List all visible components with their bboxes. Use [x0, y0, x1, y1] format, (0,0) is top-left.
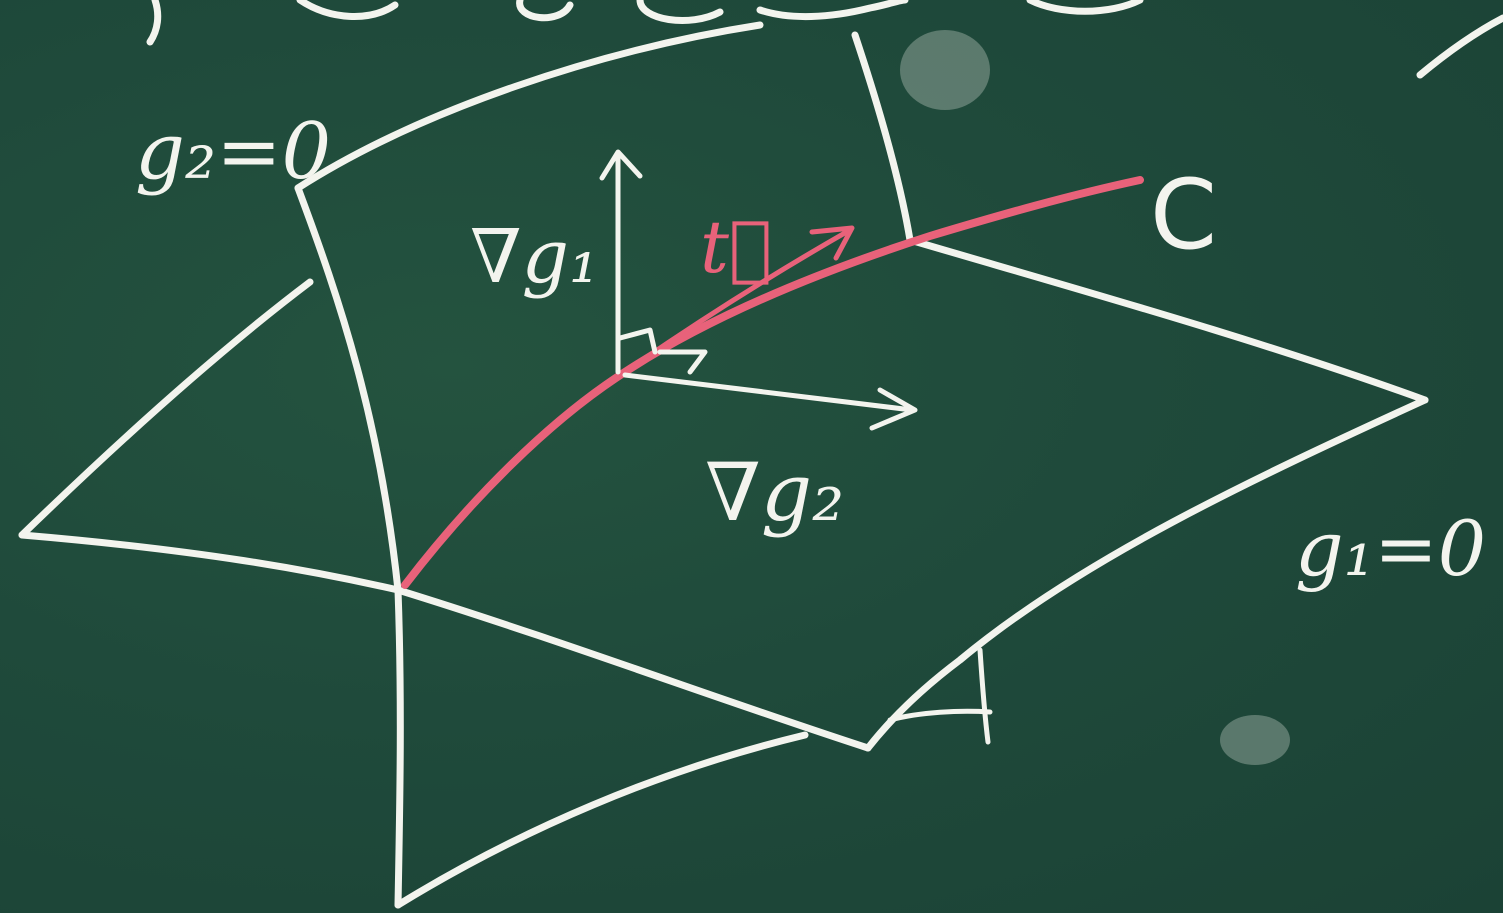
surface-g2-left-edge — [294, 184, 404, 909]
surface-g1-left-back-edge — [18, 278, 314, 539]
grad-g2-vector — [622, 372, 918, 431]
surface-g2-top-edge — [294, 21, 764, 192]
grad-g2-shaft — [622, 372, 915, 413]
label-g1-surface: g₁=0 — [1295, 504, 1486, 593]
surface-g1-back-edge — [906, 236, 1429, 404]
grad-g1-vector — [599, 149, 643, 375]
surface-g1-fold-stroke-2 — [977, 647, 991, 745]
surface-g2-bottom-edge — [394, 731, 809, 909]
top-text-stroke-6 — [1026, 0, 1144, 15]
eraser-smudge-2 — [1220, 715, 1290, 765]
surface-g2-right-edge-upper — [851, 31, 914, 244]
surface-g1 — [18, 236, 1429, 752]
surface-g2 — [294, 21, 914, 909]
label-curve-c: C — [1150, 159, 1217, 271]
grad-g2-head — [869, 387, 918, 431]
eraser-smudge — [900, 30, 990, 110]
label-g2-surface: g₂=0 — [135, 107, 331, 197]
label-tangent-t: t⃗ — [700, 205, 772, 289]
top-text-stroke-3 — [516, 0, 574, 22]
top-text-stroke-4 — [636, 0, 724, 25]
surface-g1-fold-stroke — [887, 708, 993, 723]
label-grad-g2: ∇g₂ — [705, 446, 844, 539]
label-grad-g1: ∇g₁ — [470, 214, 599, 300]
top-text-stroke-1 — [146, 0, 162, 46]
right-angle-marker-2 — [657, 349, 708, 375]
top-text-fragment — [146, 0, 1503, 79]
top-text-stroke-5 — [756, 0, 909, 21]
top-right-stroke — [1416, 14, 1503, 79]
surface-g1-right-edge — [864, 396, 1429, 752]
top-text-stroke-2 — [296, 0, 399, 20]
surface-g1-front-edge — [18, 531, 872, 752]
intersection-curve-c — [401, 176, 1144, 589]
right-angle-marker-1 — [617, 327, 658, 355]
tangent-vector-head — [809, 225, 855, 261]
grad-g1-head — [599, 149, 643, 181]
